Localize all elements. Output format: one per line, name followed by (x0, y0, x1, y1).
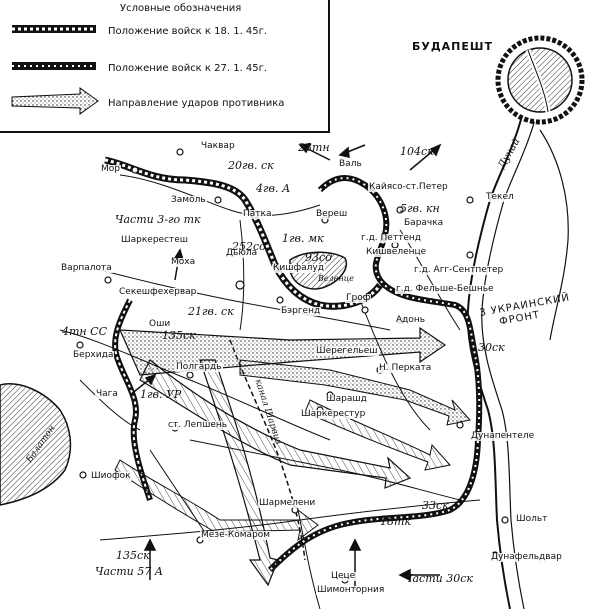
lake-balaton (0, 383, 72, 506)
place-label: Секешфехервар (118, 287, 198, 297)
place-label: г.д. Петтенд (360, 233, 422, 243)
place-label: Дунапентеле (470, 431, 536, 441)
place-label: Н. Перката (378, 363, 433, 373)
place-label: Шарашд (325, 394, 368, 404)
place-label: Дьюла (225, 248, 259, 258)
place-label: Вереш (315, 209, 349, 219)
place-label: Полгардь (175, 362, 223, 372)
unit-label: 104ск (400, 145, 434, 158)
unit-label: 1гв. УР (140, 388, 182, 401)
legend-item-27-1: Положение войск к 27. 1. 45г. (108, 63, 268, 74)
enemy-attack-arrows (114, 326, 471, 587)
place-label: Текел (485, 192, 515, 202)
place-label: Бэргенд (280, 306, 322, 316)
place-label: Оши (148, 319, 172, 329)
place-label: Патка (242, 209, 273, 219)
unit-label: 135ск (116, 549, 150, 562)
place-label: Шаркерестеш (120, 235, 190, 245)
unit-label: 5гв. кн (400, 202, 440, 215)
place-label: Шаркерестур (300, 409, 367, 419)
place-label: Шармелени (258, 498, 317, 508)
place-label: Моха (170, 257, 197, 267)
place-label: Адонь (395, 315, 427, 325)
unit-label: 4тн СС (62, 325, 108, 338)
unit-label: 1гв. мк (282, 232, 324, 245)
lake-label-velence: Веленце (318, 274, 355, 283)
unit-label: 20гв. ск (228, 159, 274, 172)
place-label: Дунафельдвар (490, 552, 563, 562)
unit-label: Части 57 А (95, 565, 164, 578)
place-label: Валь (338, 159, 363, 169)
place-label: Чага (95, 389, 119, 399)
unit-label: 18тк (380, 515, 411, 528)
place-label: Гроф (345, 293, 372, 303)
place-label: Варпалота (60, 263, 113, 273)
unit-label: 252сд (232, 240, 267, 253)
place-label: Кишфалуд (272, 263, 325, 273)
unit-label: Части 3-го тк (115, 213, 201, 226)
place-label: Цеце (330, 571, 357, 581)
place-label: Чаквар (200, 141, 236, 151)
place-label: ст. Лепшень (167, 420, 229, 430)
place-label: г.д. Фельше-Бешнье (395, 284, 495, 294)
unit-label: Части 30ск (404, 572, 473, 585)
budapest-city-icon (495, 35, 585, 125)
unit-label: 4гв. А (256, 182, 291, 195)
unit-label: 135ск (162, 329, 196, 342)
place-label: Шольт (515, 514, 549, 524)
place-label: Шерегельеш (315, 346, 379, 356)
legend-item-attacks: Направление ударов противника (108, 98, 285, 109)
legend-title: Условные обозначения (120, 3, 242, 14)
place-label: Мор (100, 164, 121, 174)
map-legend: Условные обозначения Положение войск к 1… (0, 0, 330, 133)
place-label: Кайясо-ст.Петер (368, 182, 449, 192)
unit-label: 21гв. ск (188, 305, 234, 318)
place-label: г.д. Агг-Сентпетер (413, 265, 505, 275)
place-label: Шиофок (90, 471, 132, 481)
city-budapest: БУДАПЕШТ (410, 40, 495, 53)
unit-label: 30ск (478, 341, 505, 354)
place-label: Мезе-Комаром (200, 530, 272, 540)
legend-symbols (11, 25, 99, 115)
unit-label: 33ск (422, 499, 449, 512)
unit-label: 23тн (298, 141, 330, 154)
place-label: Барачка (403, 218, 445, 228)
legend-item-18-1: Положение войск к 18. 1. 45г. (108, 26, 268, 37)
place-label: Кишвеленце (365, 247, 428, 257)
place-label: Шимонторния (316, 585, 386, 595)
place-label: Берхида (72, 350, 115, 360)
unit-label: 93сд (305, 251, 333, 264)
place-label: Замоль (170, 195, 207, 205)
